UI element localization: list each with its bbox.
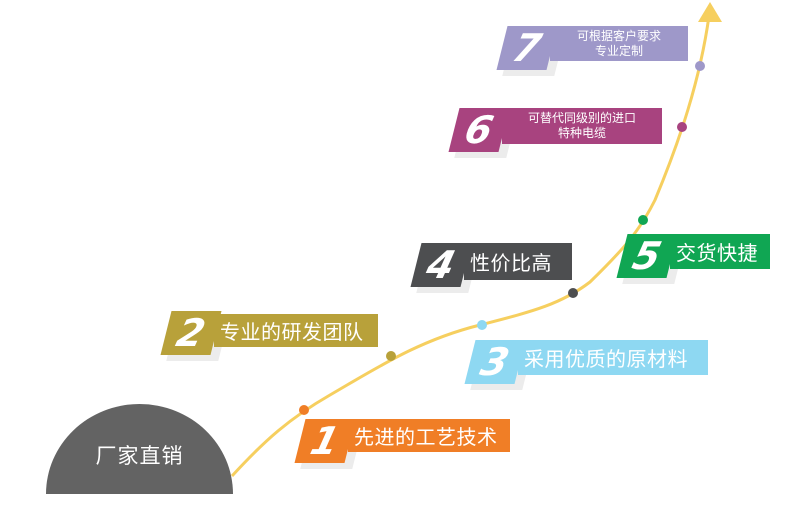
step-5-text: 交货快捷 (676, 241, 758, 265)
step-2-label: 专业的研发团队 (214, 314, 378, 347)
step-6-number: 6 (460, 108, 498, 152)
step-7-label: 可根据客户要求 专业定制 (550, 26, 688, 61)
step-1-label: 先进的工艺技术 (348, 419, 510, 452)
step-3-number: 3 (476, 340, 514, 384)
curve-node-7 (695, 61, 705, 71)
step-5-label: 交货快捷 (670, 234, 770, 269)
factory-label: 厂家直销 (95, 444, 184, 468)
curve-node-3 (477, 320, 487, 330)
step-1-text: 先进的工艺技术 (354, 425, 498, 449)
step-6-text-line-2: 特种电缆 (557, 126, 606, 140)
step-7-number: 7 (508, 26, 546, 70)
step-3-text: 采用优质的原材料 (524, 347, 688, 371)
factory-dome (46, 404, 233, 494)
step-2-text: 专业的研发团队 (220, 320, 364, 344)
step-6-label: 可替代同级别的进口 特种电缆 (502, 108, 662, 144)
step-2-number: 2 (172, 311, 210, 355)
step-4-number: 4 (422, 243, 460, 287)
arrowhead-icon (698, 2, 722, 22)
step-4-label: 性价比高 (464, 243, 572, 280)
step-4-text: 性价比高 (470, 251, 552, 275)
step-5-number: 5 (628, 234, 666, 278)
curve-node-6 (677, 122, 687, 132)
growth-curve (230, 15, 711, 478)
step-7-text-line-2: 专业定制 (594, 43, 643, 58)
curve-node-4 (568, 288, 578, 298)
curve-node-1 (299, 405, 309, 415)
step-6-text-line-1: 可替代同级别的进口 (527, 111, 636, 125)
step-3-label: 采用优质的原材料 (518, 340, 708, 375)
step-1-number: 1 (306, 419, 344, 463)
step-7-text-line-1: 可根据客户要求 (576, 28, 661, 43)
curve-node-2 (386, 351, 396, 361)
curve-node-5 (638, 215, 648, 225)
